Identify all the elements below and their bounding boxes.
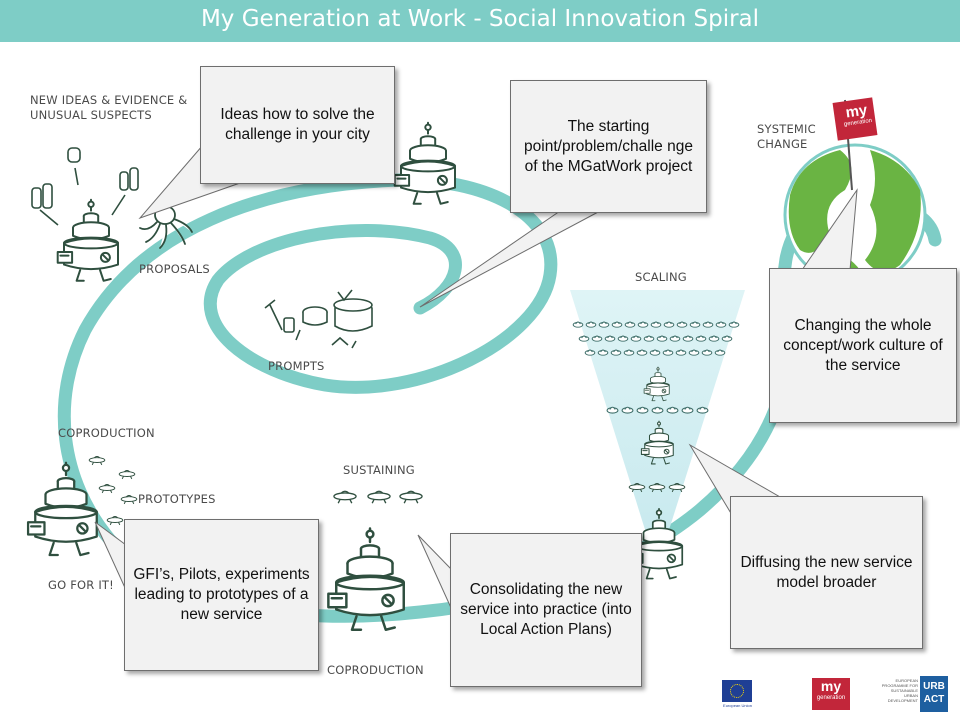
my-generation-logo-line-2: generation [816, 695, 846, 701]
stage-sustaining: SUSTAINING [343, 463, 415, 477]
stage-systemic-line-2: CHANGE [757, 137, 808, 151]
urbact-logo-line-2: ACT [923, 694, 945, 705]
pointer-consolidating [417, 534, 453, 611]
callout-diffusing-text: Diffusing the new service model broader [740, 553, 913, 591]
callout-changing-text: Changing the whole concept/work culture … [783, 316, 943, 374]
stage-new-ideas: NEW IDEAS & EVIDENCE & UNUSUAL SUSPECTS [30, 93, 187, 123]
tools-icon [264, 289, 373, 349]
stage-systemic-change: SYSTEMIC CHANGE [757, 122, 816, 152]
stage-new-ideas-line-1: NEW IDEAS & EVIDENCE & [30, 93, 188, 107]
stage-proposals: PROPOSALS [139, 262, 210, 276]
callout-diffusing: Diffusing the new service model broader [730, 496, 923, 649]
stage-scaling: SCALING [635, 270, 687, 284]
urbact-logo: URB ACT [920, 676, 948, 712]
title-banner: My Generation at Work - Social Innovatio… [0, 0, 960, 42]
stage-coproduction-top: COPRODUCTION [58, 426, 155, 440]
stage-new-ideas-line-2: UNUSUAL SUSPECTS [30, 108, 152, 122]
robot-icon [26, 461, 98, 557]
callout-consolidating-text: Consolidating the new service into pract… [460, 581, 632, 638]
stage-coproduction-bottom: COPRODUCTION [327, 663, 424, 677]
ufo-group-sustaining [333, 490, 423, 504]
eu-flag-icon [722, 680, 752, 702]
callout-consolidating: Consolidating the new service into pract… [450, 533, 642, 687]
stage-prompts: PROMPTS [268, 359, 325, 373]
my-generation-logo: my generation [812, 678, 850, 710]
urbact-caption: EUROPEAN PROGRAMME FOR SUSTAINABLE URBAN… [881, 678, 918, 703]
funnel-mini-row-3 [584, 349, 726, 356]
callout-gfi: GFI’s, Pilots, experiments leading to pr… [124, 519, 319, 671]
callout-starting-point: The starting point/problem/challe nge of… [510, 80, 707, 213]
octopus-icon [139, 205, 193, 249]
callout-starting-point-text: The starting point/problem/challe nge of… [524, 117, 693, 175]
callout-ideas: Ideas how to solve the challenge in your… [200, 66, 395, 184]
callout-gfi-text: GFI’s, Pilots, experiments leading to pr… [133, 566, 310, 623]
stage-systemic-line-1: SYSTEMIC [757, 122, 816, 136]
idea-figures [31, 147, 139, 226]
urbact-logo-line-1: URB [923, 681, 945, 692]
flag-icon [832, 97, 878, 191]
stage-go-for-it: GO FOR IT! [48, 578, 114, 592]
robot-icon [393, 121, 457, 205]
callout-ideas-text: Ideas how to solve the challenge in your… [220, 106, 375, 143]
callout-changing: Changing the whole concept/work culture … [769, 268, 957, 423]
my-generation-logo-line-1: my [820, 678, 842, 694]
eu-caption: European Union [723, 703, 752, 708]
robot-icon [56, 198, 120, 282]
page-title: My Generation at Work - Social Innovatio… [200, 6, 760, 32]
stage-prototypes: PROTOTYPES [138, 492, 216, 506]
